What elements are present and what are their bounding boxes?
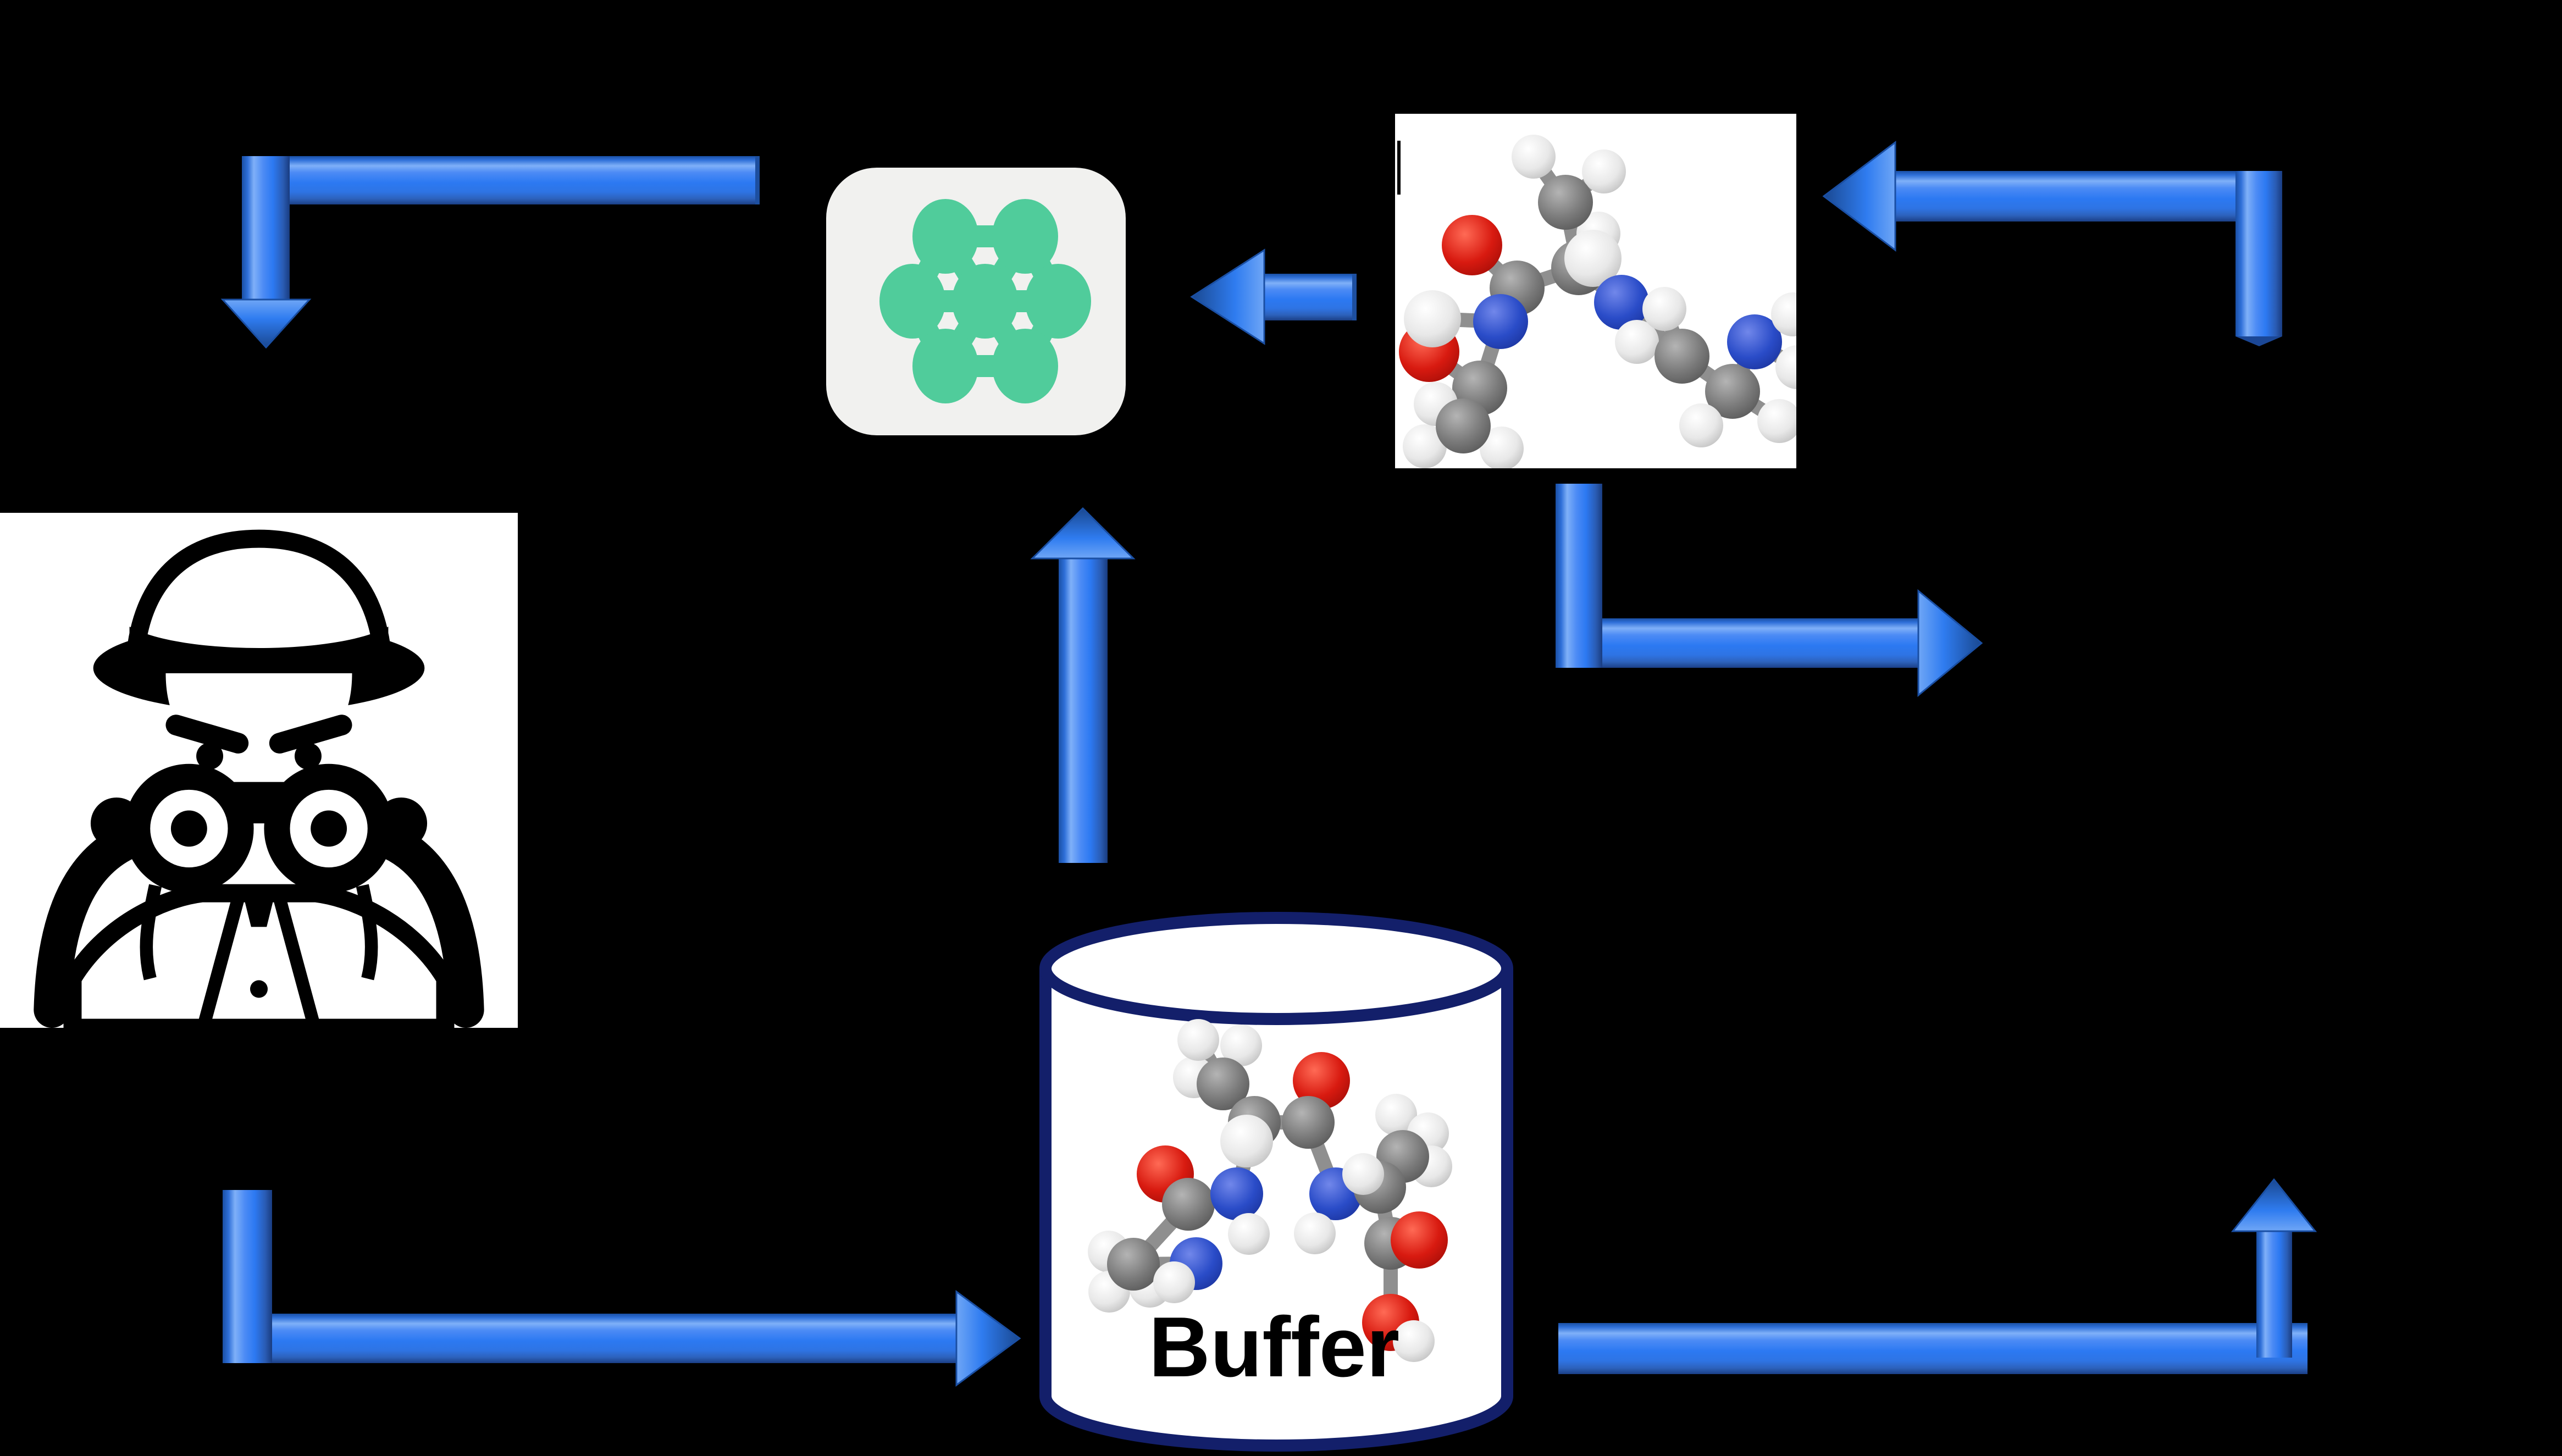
arrow-structure-to-model xyxy=(1190,248,1357,345)
detective-binoculars-icon xyxy=(0,513,518,1028)
arrow-right-to-structure xyxy=(1822,140,2282,346)
arrow-buffer-to-right xyxy=(1558,1178,2317,1374)
arrow-buffer-to-model xyxy=(1030,507,1136,863)
detective-image xyxy=(0,513,518,1028)
arrow-detective-to-buffer xyxy=(223,1190,1021,1387)
arrow-model-to-detective xyxy=(220,156,760,349)
structure-image xyxy=(1395,114,1796,468)
buffer-database: Buffer xyxy=(1032,910,1524,1456)
ml-model-box xyxy=(826,168,1126,435)
buffer-label: Buffer xyxy=(1149,1299,1399,1394)
database-cylinder-icon: Buffer xyxy=(1039,912,1513,1452)
arrow-structure-to-right xyxy=(1556,484,1983,697)
graph-network-icon xyxy=(879,199,1091,403)
molecule-ball-stick-image xyxy=(1397,135,1796,468)
buffer-molecule-image xyxy=(1088,1019,1452,1362)
